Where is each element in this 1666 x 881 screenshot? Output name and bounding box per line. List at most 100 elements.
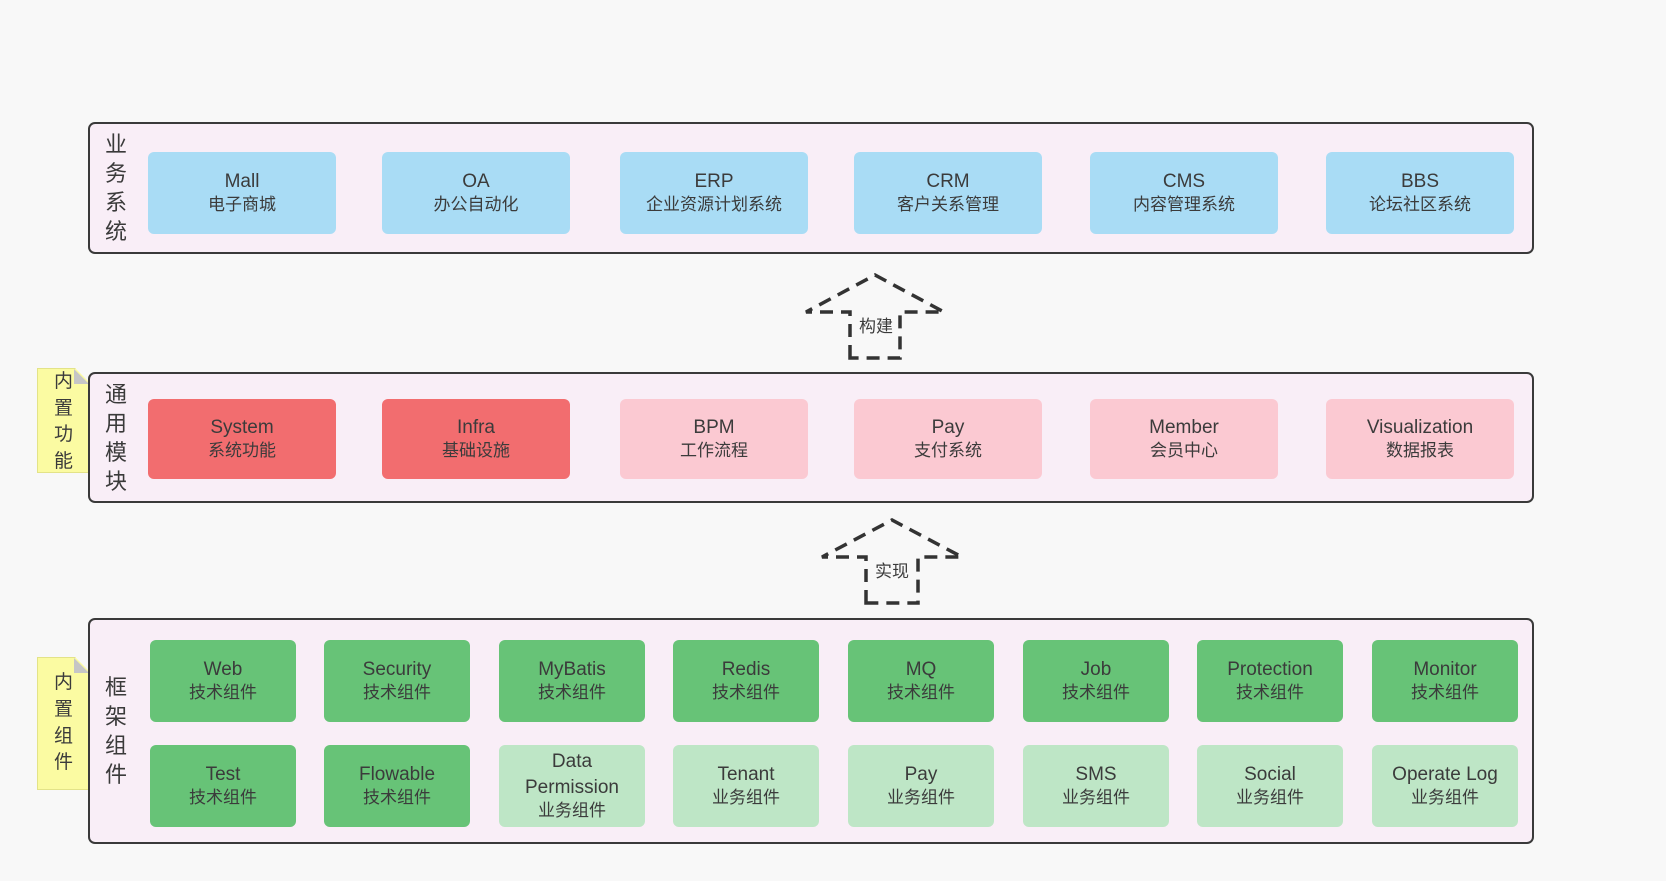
box-subtitle: 支付系统: [914, 441, 982, 461]
box-subtitle: 基础设施: [442, 441, 510, 461]
box-monitor: Monitor 技术组件: [1372, 640, 1518, 722]
box-flowable: Flowable 技术组件: [324, 745, 470, 827]
box-subtitle: 技术组件: [712, 683, 780, 703]
box-subtitle: 业务组件: [1411, 788, 1479, 808]
box-subtitle: 客户关系管理: [897, 195, 999, 215]
box-title: Operate Log: [1392, 763, 1498, 785]
box-oa: OA 办公自动化: [382, 152, 570, 234]
box-title: Security: [362, 658, 432, 680]
box-subtitle: 电子商城: [208, 195, 276, 215]
box-visualization: Visualization 数据报表: [1326, 399, 1514, 479]
box-cms: CMS 内容管理系统: [1090, 152, 1278, 234]
box-subtitle: 数据报表: [1386, 441, 1454, 461]
arrow-up-icon: [821, 518, 963, 605]
box-member: Member 会员中心: [1090, 399, 1278, 479]
box-subtitle: 技术组件: [363, 683, 431, 703]
box-subtitle: 业务组件: [887, 788, 955, 808]
box-title: BBS: [1400, 170, 1440, 192]
box-title: CMS: [1162, 170, 1206, 192]
sticky-note-builtin-components: 内置组件: [37, 657, 90, 790]
box-erp: ERP 企业资源计划系统: [620, 152, 808, 234]
sticky-note-builtin-features: 内置功能: [37, 368, 90, 473]
box-bpm: BPM 工作流程: [620, 399, 808, 479]
box-job: Job 技术组件: [1023, 640, 1169, 722]
box-subtitle: 技术组件: [1236, 683, 1304, 703]
box-infra: Infra 基础设施: [382, 399, 570, 479]
box-subtitle: 业务组件: [1236, 788, 1304, 808]
box-tenant: Tenant 业务组件: [673, 745, 819, 827]
box-subtitle: 技术组件: [189, 683, 257, 703]
box-web: Web 技术组件: [150, 640, 296, 722]
box-security: Security 技术组件: [324, 640, 470, 722]
box-title: OA: [462, 170, 490, 192]
build-arrow: 构建: [803, 270, 949, 362]
box-title: Job: [1080, 658, 1112, 680]
folded-corner-icon: [74, 658, 89, 673]
folded-corner-icon: [74, 369, 89, 384]
box-subtitle: 技术组件: [1411, 683, 1479, 703]
box-title: MQ: [905, 658, 937, 680]
implement-arrow: 实现: [819, 515, 965, 607]
box-title: BPM: [693, 416, 735, 438]
box-bbs: BBS 论坛社区系统: [1326, 152, 1514, 234]
box-subtitle: 技术组件: [1062, 683, 1130, 703]
box-title: Mall: [224, 170, 260, 192]
box-mq: MQ 技术组件: [848, 640, 994, 722]
sticky-label: 内置组件: [53, 672, 73, 774]
section-business-systems: 业务系统 Mall 电子商城 OA 办公自动化 ERP 企业资源计划系统 CRM…: [88, 122, 1534, 254]
box-title: Protection: [1227, 658, 1313, 680]
box-subtitle: 会员中心: [1150, 441, 1218, 461]
box-title: Monitor: [1413, 658, 1477, 680]
box-title: Pay: [904, 763, 938, 785]
box-test: Test 技术组件: [150, 745, 296, 827]
box-title: System: [210, 416, 274, 438]
box-subtitle: 业务组件: [712, 788, 780, 808]
arrow-label: 实现: [875, 562, 909, 581]
box-title: Member: [1149, 416, 1219, 438]
box-title: Redis: [721, 658, 771, 680]
box-pay-component: Pay 业务组件: [848, 745, 994, 827]
sticky-label: 内置功能: [53, 371, 73, 472]
box-system: System 系统功能: [148, 399, 336, 479]
box-crm: CRM 客户关系管理: [854, 152, 1042, 234]
box-title: Test: [205, 763, 241, 785]
box-sms: SMS 业务组件: [1023, 745, 1169, 827]
box-subtitle: 论坛社区系统: [1369, 195, 1471, 215]
box-title: CRM: [926, 170, 970, 192]
box-subtitle: 技术组件: [538, 683, 606, 703]
box-title: Pay: [931, 416, 965, 438]
box-title: SMS: [1075, 763, 1117, 785]
section-label: 通用模块: [104, 381, 127, 494]
box-title: MyBatis: [538, 658, 606, 680]
box-redis: Redis 技术组件: [673, 640, 819, 722]
box-social: Social 业务组件: [1197, 745, 1343, 827]
box-data-permission: Data Permission 业务组件: [499, 745, 645, 827]
box-subtitle: 企业资源计划系统: [646, 195, 782, 215]
box-subtitle: 内容管理系统: [1133, 195, 1235, 215]
box-subtitle: 业务组件: [538, 801, 606, 821]
box-title: Visualization: [1366, 416, 1474, 438]
box-subtitle: 业务组件: [1062, 788, 1130, 808]
arrow-up-icon: [805, 273, 945, 360]
box-operate-log: Operate Log 业务组件: [1372, 745, 1518, 827]
box-title: Flowable: [358, 763, 436, 785]
box-subtitle: 技术组件: [887, 683, 955, 703]
box-title: Tenant: [717, 763, 775, 785]
section-label: 框架组件: [104, 674, 127, 788]
box-title: Infra: [456, 416, 496, 438]
box-protection: Protection 技术组件: [1197, 640, 1343, 722]
box-subtitle: 办公自动化: [433, 195, 519, 215]
box-title: Social: [1244, 763, 1296, 785]
arrow-label: 构建: [859, 317, 893, 336]
box-title: Web: [203, 658, 243, 680]
box-subtitle: 技术组件: [189, 788, 257, 808]
box-subtitle: 技术组件: [363, 788, 431, 808]
section-common-modules: 通用模块 System 系统功能 Infra 基础设施 BPM 工作流程 Pay…: [88, 372, 1534, 503]
box-subtitle: 系统功能: [208, 441, 276, 461]
box-title: ERP: [694, 170, 734, 192]
box-subtitle: 工作流程: [680, 441, 748, 461]
section-framework-components: 框架组件 Web 技术组件 Security 技术组件 MyBatis 技术组件…: [88, 618, 1534, 844]
box-mall: Mall 电子商城: [148, 152, 336, 234]
box-mybatis: MyBatis 技术组件: [499, 640, 645, 722]
